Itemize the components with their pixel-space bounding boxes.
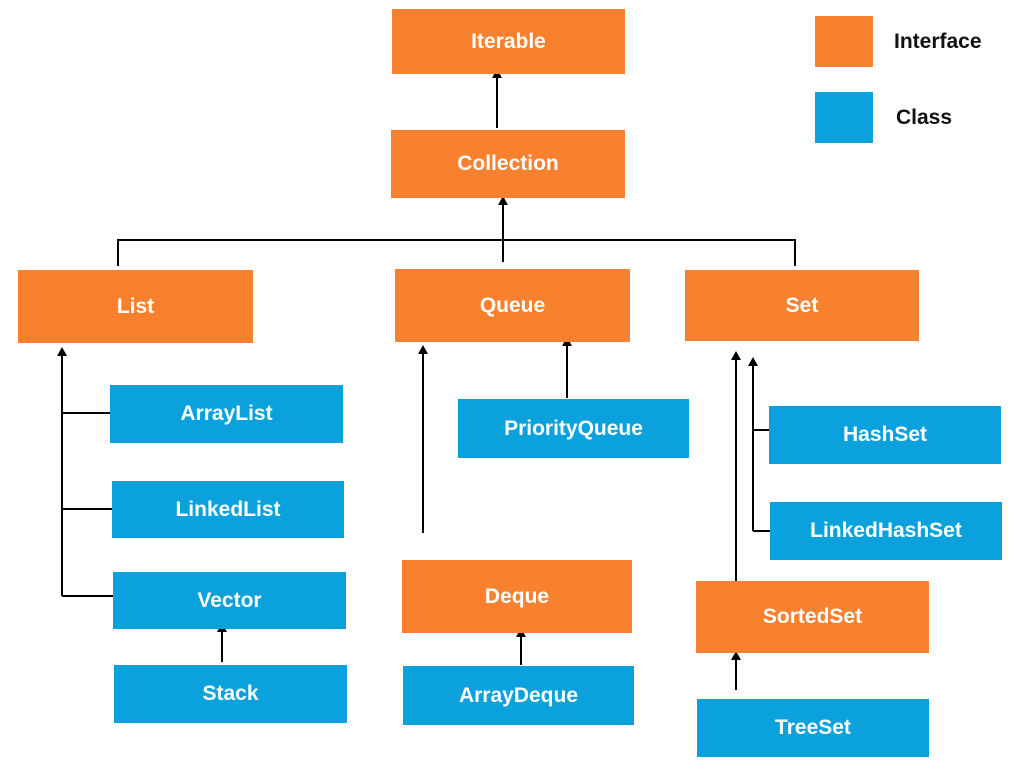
- node-stack: Stack: [114, 665, 347, 723]
- legend-interface-label: Interface: [894, 30, 982, 53]
- node-sortedset: SortedSet: [696, 581, 929, 653]
- legend-interface-swatch: [815, 16, 873, 67]
- node-linkedhashset: LinkedHashSet: [770, 502, 1002, 560]
- node-set: Set: [685, 270, 919, 341]
- node-arraydeque: ArrayDeque: [403, 666, 634, 725]
- node-linkedlist: LinkedList: [112, 481, 344, 538]
- node-priorityqueue: PriorityQueue: [458, 399, 689, 458]
- node-treeset: TreeSet: [697, 699, 929, 757]
- node-deque: Deque: [402, 560, 632, 633]
- node-collection: Collection: [391, 130, 625, 198]
- node-hashset: HashSet: [769, 406, 1001, 464]
- legend-class-label: Class: [896, 106, 953, 129]
- node-iterable: Iterable: [392, 9, 625, 74]
- legend-class-swatch: [815, 92, 873, 143]
- node-arraylist: ArrayList: [110, 385, 343, 443]
- branch-bar: [117, 239, 796, 266]
- node-queue: Queue: [395, 269, 630, 342]
- node-list: List: [18, 270, 253, 343]
- node-vector: Vector: [113, 572, 346, 629]
